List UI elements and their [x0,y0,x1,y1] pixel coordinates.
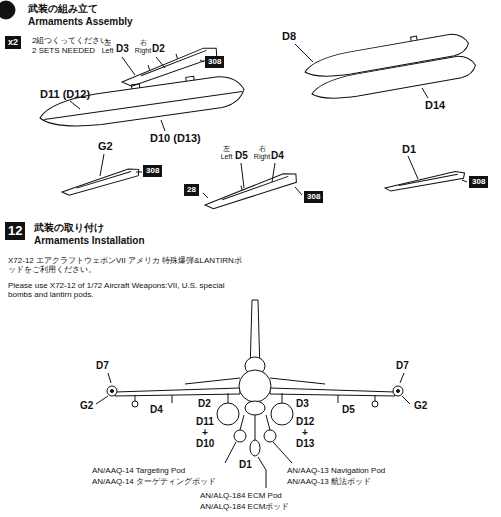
part-number: D5 [342,404,355,416]
step-number: 12 [5,222,25,240]
part-number: D7 [96,360,109,372]
side-mark: 左 Left [218,145,235,161]
part-number: D11 [196,416,214,428]
section-title: 武装の組み立て [28,3,98,15]
box-text: 28 [187,185,196,194]
part-number: D8 [282,30,296,43]
part-number: D5 [235,150,248,162]
part-number-box: 28 [184,184,199,196]
box-text: 308 [472,177,485,186]
side-mark: 右 Right [252,145,272,161]
part-number: D10 [196,438,214,450]
part-number: G2 [414,400,427,412]
plus-sign: + [202,427,208,439]
plus-sign: + [302,427,308,439]
pod-name: AN/AAQ-14 ターゲティングポッド [92,477,216,486]
box-text: 308 [208,57,221,66]
part-number: D3 [296,398,309,410]
part-number: D1 [239,459,252,471]
part-number-box: 308 [304,191,323,203]
pylon [203,169,299,210]
part-number: G2 [98,140,113,153]
pod-name: AN/ALQ-184 ECM Pod [200,491,282,500]
pod-name: AN/AAQ-13 航法ポッド [287,477,371,486]
note: Please use X72-12 of 1/72 Aircraft Weapo… [8,281,243,299]
part-number: D3 [116,43,129,55]
note: X72-12 エアクラフトウェポンVII アメリカ 特殊爆弾&LANTIRNポッ… [8,256,248,274]
set-count: x2 [5,36,21,49]
part-number-box: 308 [143,165,162,177]
part-number: D10 (D13) [150,132,201,145]
fuel-tank [37,70,246,133]
pod-name: AN/AAQ-13 Navigation Pod [287,466,385,475]
part-number: D12 [296,416,314,428]
box-text: 12 [8,223,22,238]
note: 2 SETS NEEDED [32,46,95,55]
side-mark: 左 Left [99,39,116,55]
part-number: D2 [198,398,211,410]
part-number: D4 [271,150,284,162]
part-number: G2 [80,400,93,412]
side-mark: 右 Right [133,39,153,55]
part-number: D4 [150,404,163,416]
part-number: D11 (D12) [40,88,90,101]
note: 2組つくってください。 [32,36,116,45]
part-number: D2 [152,43,165,55]
part-number-box: 308 [205,56,224,68]
part-number: D1 [402,143,416,156]
box-text: 308 [307,192,320,201]
pod-half [310,53,477,103]
section-title: Armaments Installation [34,235,145,247]
aircraft-front-view [107,300,403,456]
step-marker [0,1,15,19]
box-text: x2 [8,37,18,47]
part-number-box: 308 [469,176,488,188]
pod-name: AN/AAQ-14 Targeting Pod [92,466,185,475]
part-number: D13 [296,438,314,450]
part-number: D14 [425,99,445,112]
section-title: Armaments Assembly [28,16,133,28]
section-title: 武装の取り付け [34,222,104,234]
pylon [384,170,465,192]
box-text: 308 [146,166,159,175]
part-number: D7 [396,360,409,372]
pod-name: AN/ALQ-184 ECMポッド [200,502,289,511]
